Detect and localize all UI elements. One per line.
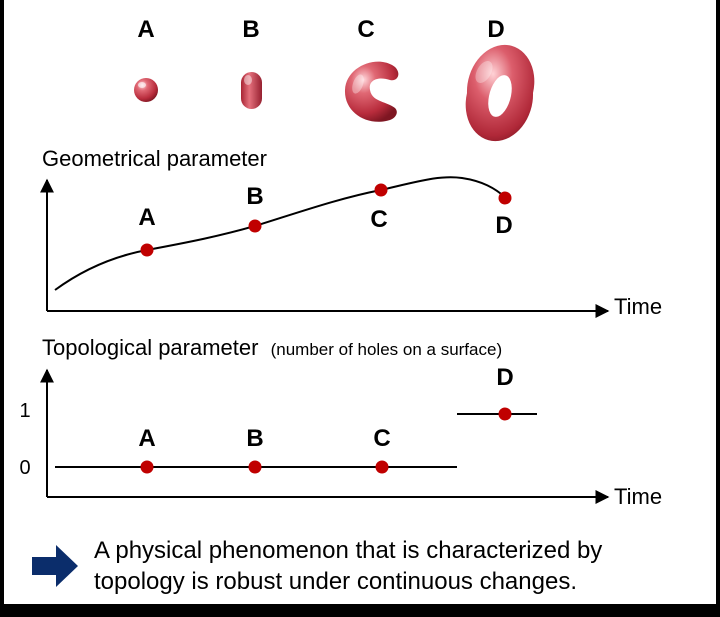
torus-icon xyxy=(465,44,535,142)
geometric-marker-c xyxy=(374,183,388,197)
geometric-marker-label-d: D xyxy=(495,212,512,239)
topological-y-tick-1: 1 xyxy=(19,400,30,422)
geometric-marker-d xyxy=(498,191,512,205)
topological-plot-title: Topological parameter (number of holes o… xyxy=(42,335,502,360)
topological-marker-label-a: A xyxy=(138,425,155,452)
topological-y-tick-0: 0 xyxy=(19,457,30,479)
topological-title-subtitle: (number of holes on a surface) xyxy=(271,340,503,359)
topological-title-main: Topological parameter xyxy=(42,335,258,360)
conclusion-line-2: topology is robust under continuous chan… xyxy=(94,568,577,595)
geometric-x-label: Time xyxy=(614,294,662,319)
topological-marker-d xyxy=(498,407,512,421)
shape-label-a: A xyxy=(137,16,154,43)
topological-marker-b xyxy=(248,460,262,474)
conclusion-arrow-icon xyxy=(32,545,78,587)
conclusion-line-1: A physical phenomenon that is characteri… xyxy=(94,537,602,564)
geometric-marker-b xyxy=(248,219,262,233)
geometric-marker-label-c: C xyxy=(370,206,387,233)
geometric-marker-label-a: A xyxy=(138,204,155,231)
shape-label-c: C xyxy=(357,16,374,43)
shape-label-b: B xyxy=(242,16,259,43)
shape-label-d: D xyxy=(487,16,504,43)
geometric-marker-label-b: B xyxy=(246,183,263,210)
topological-x-label: Time xyxy=(614,484,662,509)
capsule-icon xyxy=(241,72,262,109)
geometric-plot-title: Geometrical parameter xyxy=(42,146,267,171)
topological-marker-c xyxy=(375,460,389,474)
topological-marker-label-c: C xyxy=(373,425,390,452)
c-shape-icon xyxy=(344,61,399,122)
topological-marker-label-d: D xyxy=(496,364,513,391)
geometric-curve xyxy=(54,176,507,291)
sphere-icon xyxy=(134,78,158,102)
geometric-marker-a xyxy=(140,243,154,257)
topological-marker-a xyxy=(140,460,154,474)
topological-marker-label-b: B xyxy=(246,425,263,452)
